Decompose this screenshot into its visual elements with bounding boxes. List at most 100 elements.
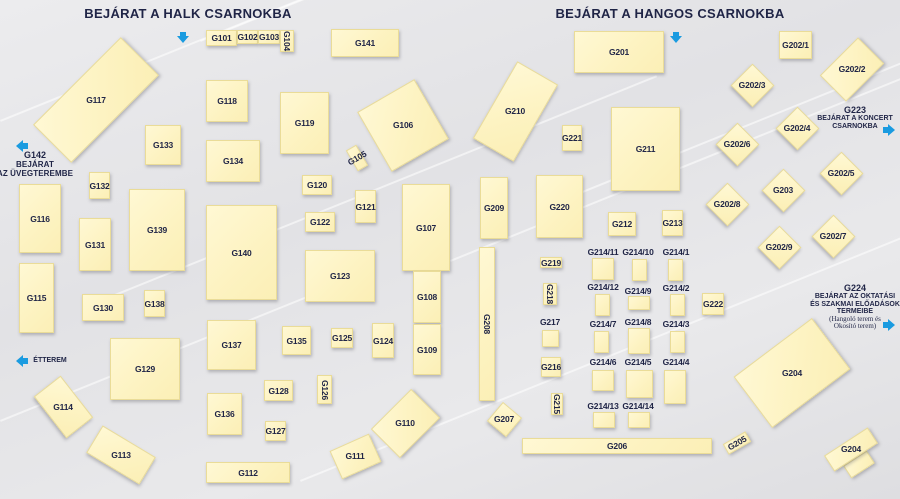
- room-label: G220: [549, 201, 570, 212]
- g223-code: G223: [843, 105, 867, 115]
- room-label: G207: [494, 414, 514, 424]
- room-label: G107: [416, 222, 436, 233]
- room-g120[interactable]: [302, 175, 332, 195]
- room-g126[interactable]: [317, 375, 332, 404]
- room-label: G134: [223, 156, 243, 166]
- loud-hall-entrance-title: BEJÁRAT A HANGOS CSARNOKBA: [555, 6, 785, 21]
- room-g119[interactable]: [280, 92, 329, 154]
- room-label: G217: [540, 317, 560, 327]
- room-g214-4[interactable]: [664, 370, 686, 404]
- room-g112[interactable]: [206, 462, 290, 483]
- room-g116[interactable]: [19, 184, 61, 253]
- room-g214-6[interactable]: [592, 370, 614, 391]
- room-label: G214/8: [624, 317, 652, 327]
- room-g109[interactable]: [413, 324, 441, 375]
- room-g139[interactable]: [129, 189, 185, 271]
- room-label: G128: [268, 385, 289, 396]
- room-label: G202/4: [783, 123, 811, 133]
- room-g108[interactable]: [413, 271, 441, 323]
- room-label: G127: [265, 426, 286, 436]
- g142-code: G142: [23, 150, 47, 160]
- room-g214-3[interactable]: [670, 331, 685, 353]
- room-g123[interactable]: [305, 250, 375, 302]
- room-g140[interactable]: [206, 205, 277, 300]
- room-g130[interactable]: [82, 294, 124, 321]
- room-g125[interactable]: [331, 328, 353, 348]
- room-g217[interactable]: [542, 330, 559, 347]
- g224-code: G224: [843, 283, 867, 293]
- room-label: G214/7: [589, 319, 617, 329]
- room-g214-8[interactable]: [628, 328, 650, 354]
- room-g215[interactable]: [551, 393, 563, 415]
- room-label: G222: [703, 299, 723, 309]
- room-g133[interactable]: [145, 125, 181, 165]
- room-g214-1[interactable]: [668, 259, 683, 281]
- room-g212[interactable]: [608, 212, 636, 236]
- room-label: G206: [607, 441, 627, 451]
- entrance-arrow-icon: [16, 140, 28, 152]
- room-g214-13[interactable]: [593, 412, 615, 428]
- room-g132[interactable]: [89, 172, 110, 199]
- room-label: G116: [30, 213, 50, 224]
- room-g127[interactable]: [265, 421, 286, 441]
- room-g103[interactable]: [258, 30, 280, 44]
- room-label: G214/10: [622, 247, 654, 257]
- room-g136[interactable]: [207, 393, 242, 435]
- room-g211[interactable]: [611, 107, 680, 191]
- g223-line: BEJÁRAT A KONCERT: [817, 115, 893, 122]
- room-g206[interactable]: [522, 438, 712, 454]
- room-g115[interactable]: [19, 263, 54, 333]
- g224-line: ÉS SZAKMAI ELŐADÁSOK: [810, 300, 900, 308]
- room-g220[interactable]: [536, 175, 583, 238]
- room-label: G221: [562, 133, 582, 143]
- room-g122[interactable]: [305, 212, 335, 232]
- room-g121[interactable]: [355, 190, 376, 223]
- room-label: G132: [89, 180, 110, 191]
- room-label: G212: [612, 219, 632, 229]
- room-label: G216: [541, 362, 561, 372]
- room-g209[interactable]: [480, 177, 508, 239]
- room-label: G201: [609, 47, 629, 57]
- room-g137[interactable]: [207, 320, 256, 370]
- room-g128[interactable]: [264, 380, 293, 401]
- room-g129[interactable]: [110, 338, 180, 400]
- room-g107[interactable]: [402, 184, 450, 271]
- room-g104[interactable]: [280, 30, 294, 52]
- room-g134[interactable]: [206, 140, 260, 182]
- room-g138[interactable]: [144, 290, 165, 317]
- room-label: G140: [231, 247, 252, 258]
- room-label: G204: [782, 368, 802, 378]
- room-g102[interactable]: [237, 30, 258, 44]
- room-label: G218: [545, 284, 555, 304]
- room-g218[interactable]: [543, 283, 557, 305]
- room-g221[interactable]: [562, 125, 582, 151]
- room-g222[interactable]: [702, 293, 724, 315]
- room-g124[interactable]: [372, 323, 394, 358]
- room-g135[interactable]: [282, 326, 311, 355]
- room-g201[interactable]: [574, 31, 664, 73]
- room-g214-11[interactable]: [592, 258, 614, 280]
- room-label: G202/1: [782, 40, 809, 50]
- room-g101[interactable]: [206, 30, 237, 46]
- room-g214-10[interactable]: [632, 259, 647, 281]
- room-g214-14[interactable]: [628, 412, 650, 428]
- room-g214-12[interactable]: [595, 294, 610, 316]
- room-g214-7[interactable]: [594, 331, 609, 353]
- room-label: G139: [147, 225, 167, 235]
- room-g141[interactable]: [331, 29, 399, 57]
- room-label: G202/7: [819, 231, 847, 241]
- room-g118[interactable]: [206, 80, 248, 122]
- room-g202-1[interactable]: [779, 31, 812, 59]
- room-g214-2[interactable]: [670, 294, 685, 316]
- room-label: G214/9: [624, 286, 652, 296]
- room-g214-5[interactable]: [626, 370, 653, 398]
- room-g219[interactable]: [540, 257, 562, 268]
- room-g208[interactable]: [479, 247, 495, 401]
- room-g213[interactable]: [662, 210, 683, 236]
- room-g216[interactable]: [541, 357, 561, 377]
- entrance-arrow-icon: [16, 355, 28, 367]
- room-g214-9[interactable]: [628, 296, 650, 310]
- room-label: G214/2: [662, 283, 690, 293]
- room-g131[interactable]: [79, 218, 111, 271]
- room-label: G133: [153, 140, 173, 150]
